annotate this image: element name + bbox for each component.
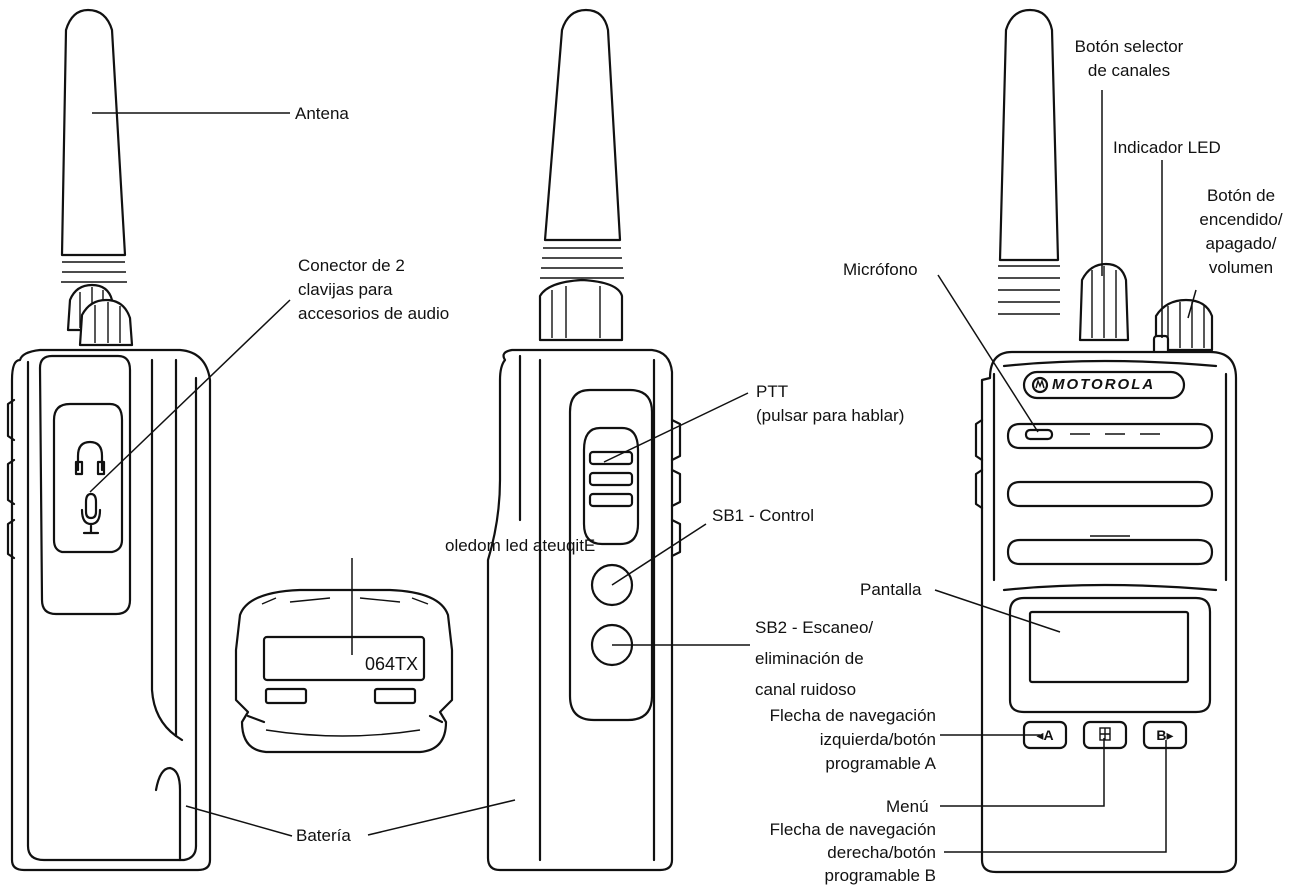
antenna-left [60, 8, 127, 257]
label-modelo: 064TX [365, 654, 419, 674]
label-sb2: SB2 - Escaneo/ eliminación de canal ruid… [755, 618, 874, 699]
knob-left-2 [78, 298, 134, 347]
radio-front-view [974, 8, 1238, 874]
label-conector: Conector de 2 clavijas para accesorios d… [298, 256, 450, 323]
label-ptt: PTT (pulsar para hablar) [756, 382, 905, 425]
antenna-middle [543, 8, 622, 242]
grille-slot-3 [1006, 538, 1214, 566]
grille-slot-2 [1006, 480, 1214, 508]
label-encendido: Botón de encendido/ apagado/ volumen [1199, 186, 1283, 277]
button-b [1142, 720, 1188, 750]
label-selector: Botón selector de canales [1074, 37, 1184, 80]
radio-back-view [6, 8, 212, 872]
button-a-mark: ◂A [1036, 727, 1054, 743]
label-led: Indicador LED [1113, 138, 1221, 157]
label-menu: Menú [886, 797, 929, 816]
label-pantalla: Pantalla [860, 580, 922, 599]
front-screen [1028, 610, 1190, 684]
label-etiqueta: oledom led ateuqitE [445, 536, 596, 555]
brand-logo-text: MOTOROLA [1052, 376, 1156, 393]
leader-lines [89, 90, 1197, 853]
antenna-right [998, 8, 1060, 262]
radio-side-view [486, 8, 682, 872]
label-bateria: Batería [296, 826, 351, 845]
volume-knob [1154, 298, 1214, 352]
audio-connector-cover [52, 402, 124, 554]
brand-badge [1022, 370, 1186, 400]
label-microfono: Micrófono [843, 260, 918, 279]
label-antena: Antena [295, 104, 349, 123]
display-inset [234, 588, 454, 754]
headphones-icon [74, 440, 106, 476]
label-flecha-der: Flecha de navegación derecha/botón progr… [769, 820, 936, 885]
label-flecha-izq: Flecha de navegación izquierda/botón pro… [769, 706, 936, 773]
button-b-mark: B▸ [1156, 727, 1174, 743]
grille-slot-1 [1006, 422, 1214, 450]
label-sb1: SB1 - Control [712, 506, 815, 525]
mic-icon [80, 492, 102, 535]
front-display-frame [1008, 596, 1212, 714]
microphone-port [1024, 428, 1054, 441]
